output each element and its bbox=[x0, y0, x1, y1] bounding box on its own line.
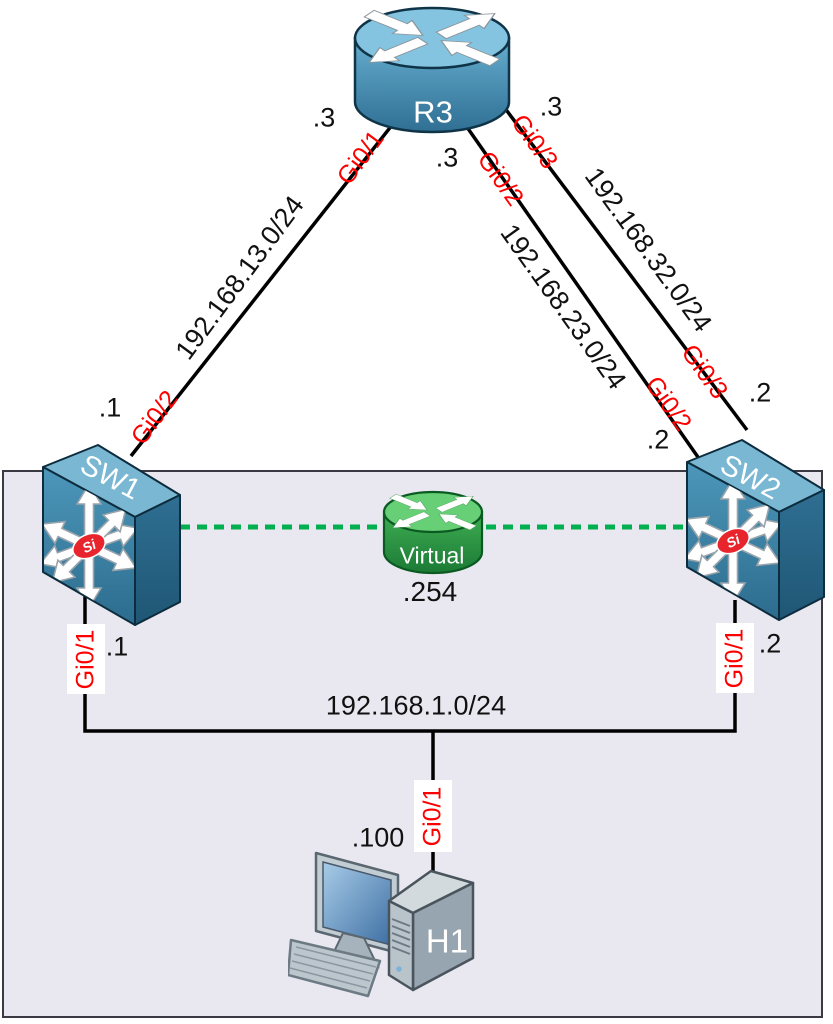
h1-gi01-interface-label-box: Gi0/1 bbox=[414, 780, 452, 852]
sw1-gi01-interface-label-box: Gi0/1 bbox=[67, 624, 105, 694]
sw2-gi01-interface-label: Gi0/1 bbox=[720, 628, 749, 688]
r3-gi02-address: .3 bbox=[435, 142, 459, 173]
sw2-lan-address: .2 bbox=[758, 628, 782, 659]
virtual-crossing-arrows-icon bbox=[389, 493, 477, 531]
subnet-label-lan: 192.168.1.0/24 bbox=[325, 690, 507, 721]
virtual-router-icon bbox=[382, 490, 484, 575]
pc-icon bbox=[288, 851, 475, 998]
sw1-lan-address: .1 bbox=[105, 631, 129, 662]
r3-gi03-address: .3 bbox=[539, 91, 563, 122]
sw2-gi02-address: .2 bbox=[646, 424, 670, 455]
virtual-label: Virtual bbox=[399, 542, 465, 569]
switch-side-face bbox=[134, 494, 181, 626]
h1-label: H1 bbox=[425, 922, 469, 960]
r3-label: R3 bbox=[413, 94, 453, 130]
sw2-gi03-address: .2 bbox=[748, 377, 772, 408]
keyboard bbox=[288, 938, 382, 998]
link-line-r3-sw2-32 bbox=[493, 93, 749, 432]
si-badge: Si bbox=[72, 532, 106, 560]
router-icon bbox=[353, 6, 511, 134]
link-line-r3-sw2-23 bbox=[453, 108, 702, 462]
sw2-gi01-interface-label-box: Gi0/1 bbox=[716, 623, 754, 693]
sw1-gi02-address: .1 bbox=[98, 392, 122, 423]
si-badge: Si bbox=[716, 527, 750, 555]
tower-front-face bbox=[387, 899, 415, 992]
sw1-gi01-interface-label: Gi0/1 bbox=[71, 629, 100, 689]
h1-gi01-interface-label: Gi0/1 bbox=[418, 786, 447, 846]
switch-side-face bbox=[778, 489, 825, 621]
r3-gi01-address: .3 bbox=[312, 102, 336, 133]
multilayer-switch-icon-sw2: Si bbox=[686, 439, 825, 621]
h1-address: .100 bbox=[351, 822, 405, 853]
multilayer-switch-icon-sw1: Si bbox=[42, 444, 181, 626]
router-crossing-arrows-icon bbox=[363, 9, 501, 67]
virtual-address: .254 bbox=[402, 576, 458, 607]
link-line-r3-sw1 bbox=[129, 113, 402, 458]
tower-power-button bbox=[396, 966, 402, 972]
tower-vents bbox=[391, 918, 411, 955]
keyboard-keys bbox=[289, 946, 377, 989]
